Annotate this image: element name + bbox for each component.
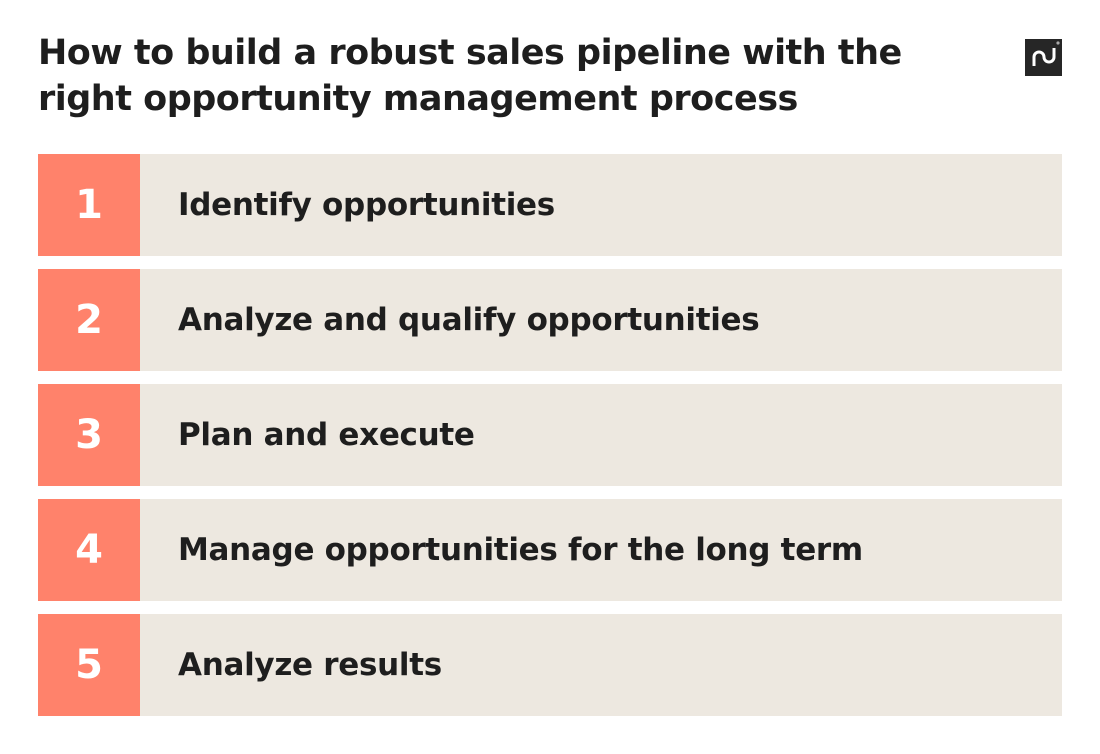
step-row: 2 Analyze and qualify opportunities — [38, 269, 1062, 371]
step-label: Analyze and qualify opportunities — [178, 302, 760, 338]
step-row: 3 Plan and execute — [38, 384, 1062, 486]
pandadoc-logo-icon — [1025, 39, 1062, 76]
step-row: 1 Identify opportunities — [38, 154, 1062, 256]
step-label: Manage opportunities for the long term — [178, 532, 863, 568]
step-row: 5 Analyze results — [38, 614, 1062, 716]
page-title: How to build a robust sales pipeline wit… — [38, 33, 902, 119]
step-number: 4 — [38, 499, 140, 601]
step-row: 4 Manage opportunities for the long term — [38, 499, 1062, 601]
step-number: 1 — [38, 154, 140, 256]
step-label: Plan and execute — [178, 417, 475, 453]
step-label: Identify opportunities — [178, 187, 555, 223]
step-number: 2 — [38, 269, 140, 371]
step-number: 3 — [38, 384, 140, 486]
step-number: 5 — [38, 614, 140, 716]
step-label: Analyze results — [178, 647, 442, 683]
